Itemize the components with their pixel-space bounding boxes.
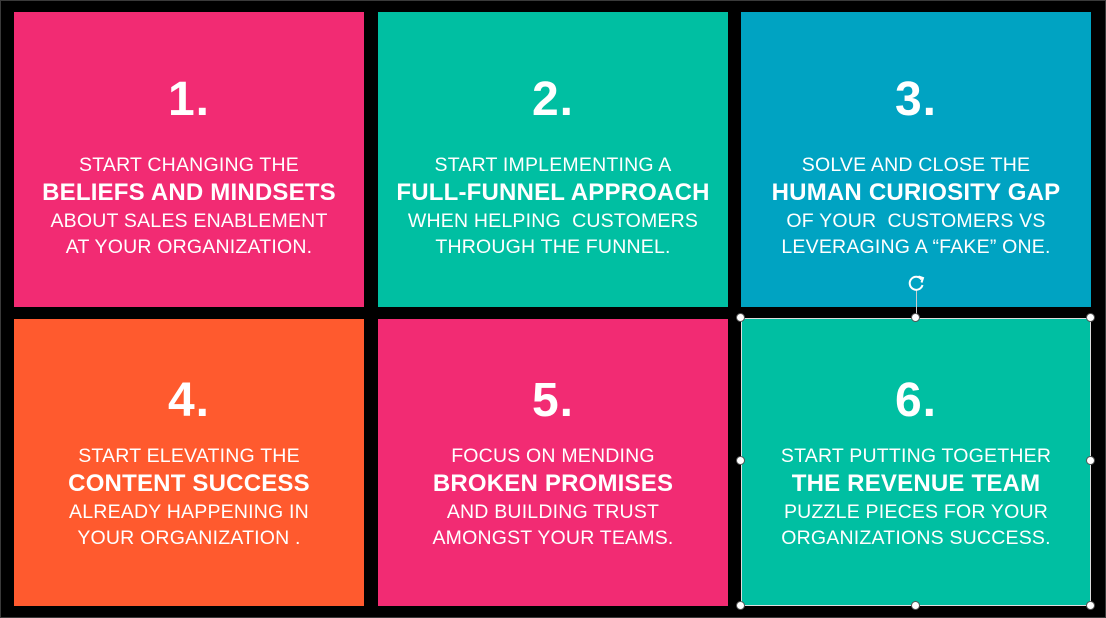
card-number: 6. [894, 374, 938, 427]
card-5[interactable]: 5. FOCUS ON MENDING BROKEN PROMISES AND … [378, 319, 728, 606]
resize-handle-right[interactable] [1086, 456, 1095, 465]
resize-handle-bottom-left[interactable] [736, 601, 745, 610]
card-text: FOCUS ON MENDING BROKEN PROMISES AND BUI… [378, 443, 728, 551]
card-number: 2. [531, 73, 575, 126]
resize-handle-top-right[interactable] [1086, 313, 1095, 322]
card-text: START ELEVATING THE CONTENT SUCCESS ALRE… [14, 443, 364, 551]
resize-handle-bottom[interactable] [911, 601, 920, 610]
card-line: THROUGH THE FUNNEL. [435, 236, 671, 258]
card-line: START IMPLEMENTING A [434, 154, 672, 176]
card-highlight: CONTENT SUCCESS [68, 470, 310, 497]
rotate-icon[interactable] [906, 273, 927, 294]
card-line: PUZZLE PIECES FOR YOUR [783, 501, 1049, 523]
card-line: WHEN HELPING CUSTOMERS [407, 210, 699, 232]
card-line: AMONGST YOUR TEAMS. [432, 527, 674, 549]
card-number: 1. [167, 73, 211, 126]
card-line: AT YOUR ORGANIZATION. [65, 236, 313, 258]
card-text: SOLVE AND CLOSE THE HUMAN CURIOSITY GAP … [741, 152, 1091, 260]
card-highlight: THE REVENUE TEAM [791, 470, 1041, 497]
card-1[interactable]: 1. START CHANGING THE BELIEFS AND MINDSE… [14, 12, 364, 307]
card-text: START IMPLEMENTING A FULL-FUNNEL APPROAC… [378, 152, 728, 260]
card-highlight: BELIEFS AND MINDSETS [42, 179, 336, 206]
card-highlight: BROKEN PROMISES [432, 470, 674, 497]
card-highlight: FULL-FUNNEL APPROACH [396, 179, 710, 206]
card-line: START ELEVATING THE [78, 445, 300, 467]
card-3[interactable]: 3. SOLVE AND CLOSE THE HUMAN CURIOSITY G… [741, 12, 1091, 307]
rotate-stem [916, 290, 917, 318]
card-line: START CHANGING THE [79, 154, 299, 176]
card-line: LEVERAGING A “FAKE” ONE. [781, 236, 1051, 258]
resize-handle-bottom-right[interactable] [1086, 601, 1095, 610]
card-4[interactable]: 4. START ELEVATING THE CONTENT SUCCESS A… [14, 319, 364, 606]
card-line: AND BUILDING TRUST [446, 501, 660, 523]
card-text: START CHANGING THE BELIEFS AND MINDSETS … [14, 152, 364, 260]
resize-handle-top[interactable] [911, 313, 920, 322]
card-line: START PUTTING TOGETHER [780, 445, 1052, 467]
card-line: ALREADY HAPPENING IN [69, 501, 309, 523]
card-line: YOUR ORGANIZATION . [77, 527, 301, 549]
card-number: 5. [531, 374, 575, 427]
resize-handle-top-left[interactable] [736, 313, 745, 322]
resize-handle-left[interactable] [736, 456, 745, 465]
card-text: START PUTTING TOGETHER THE REVENUE TEAM … [741, 443, 1091, 551]
card-line: FOCUS ON MENDING [451, 445, 655, 467]
card-line: ABOUT SALES ENABLEMENT [50, 210, 328, 232]
card-number: 3. [894, 73, 938, 126]
card-number: 4. [167, 374, 211, 427]
card-highlight: HUMAN CURIOSITY GAP [771, 179, 1061, 206]
card-line: ORGANIZATIONS SUCCESS. [781, 527, 1051, 549]
card-6[interactable]: 6. START PUTTING TOGETHER THE REVENUE TE… [741, 319, 1091, 606]
card-line: OF YOUR CUSTOMERS VS [786, 210, 1046, 232]
card-line: SOLVE AND CLOSE THE [801, 154, 1031, 176]
card-2[interactable]: 2. START IMPLEMENTING A FULL-FUNNEL APPR… [378, 12, 728, 307]
